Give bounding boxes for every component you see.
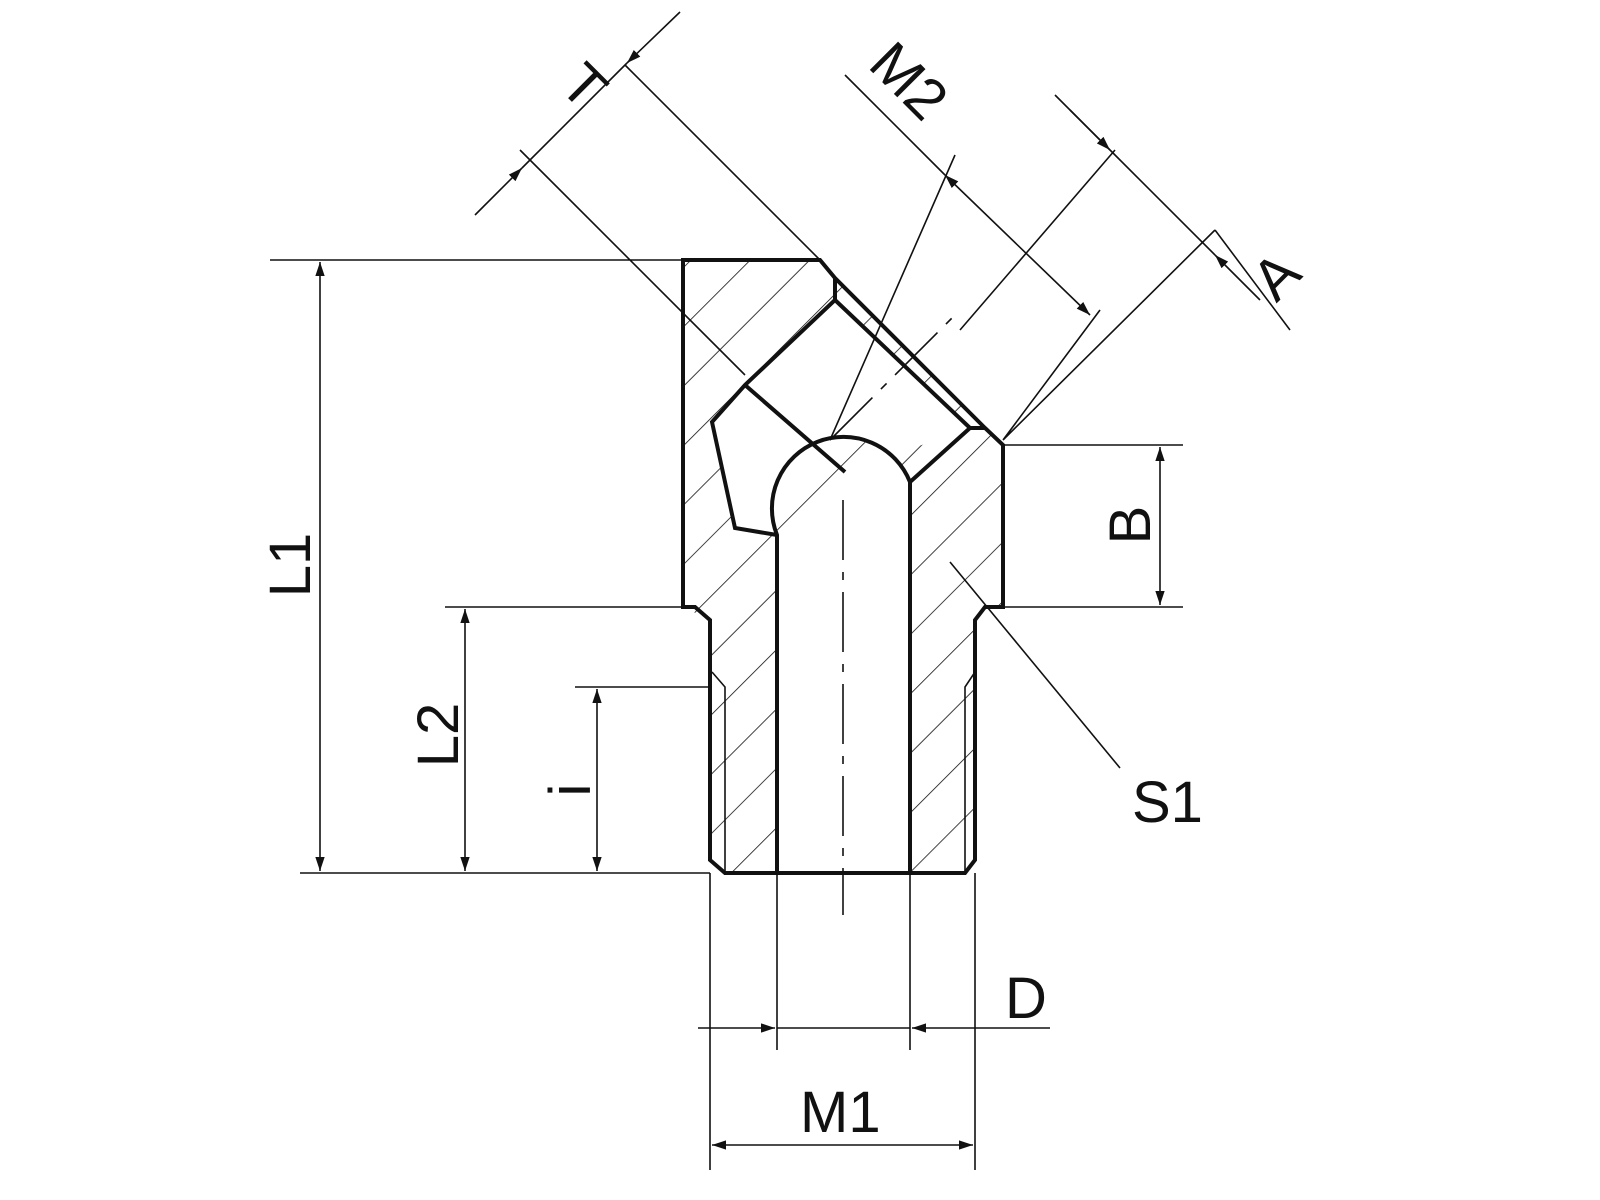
label-M1: M1 xyxy=(800,1080,881,1145)
label-S1: S1 xyxy=(1132,770,1203,835)
label-L2: L2 xyxy=(406,703,471,768)
dim-T-upper xyxy=(626,11,681,64)
label-L1: L1 xyxy=(258,533,323,598)
centerline-port xyxy=(829,309,961,441)
extension-lines xyxy=(270,64,1291,1170)
dim-A-upper xyxy=(1069,109,1111,151)
dim-A-mid xyxy=(1109,149,1216,256)
thread-lines xyxy=(711,671,976,873)
section-hatching xyxy=(683,260,1003,873)
label-A: A xyxy=(1240,239,1314,313)
dim-A-lower xyxy=(1214,254,1261,301)
body-outline xyxy=(681,258,1005,875)
leader-S1 xyxy=(949,561,1121,769)
label-i: i xyxy=(538,784,603,797)
label-B: B xyxy=(1098,506,1163,545)
label-T: T xyxy=(548,51,619,122)
bore-outline xyxy=(769,426,972,873)
dim-M2 xyxy=(944,174,1091,316)
label-M2: M2 xyxy=(857,30,960,133)
label-D: D xyxy=(1005,966,1047,1031)
dim-T-lower xyxy=(474,167,523,216)
dim-T-mid xyxy=(521,62,628,169)
